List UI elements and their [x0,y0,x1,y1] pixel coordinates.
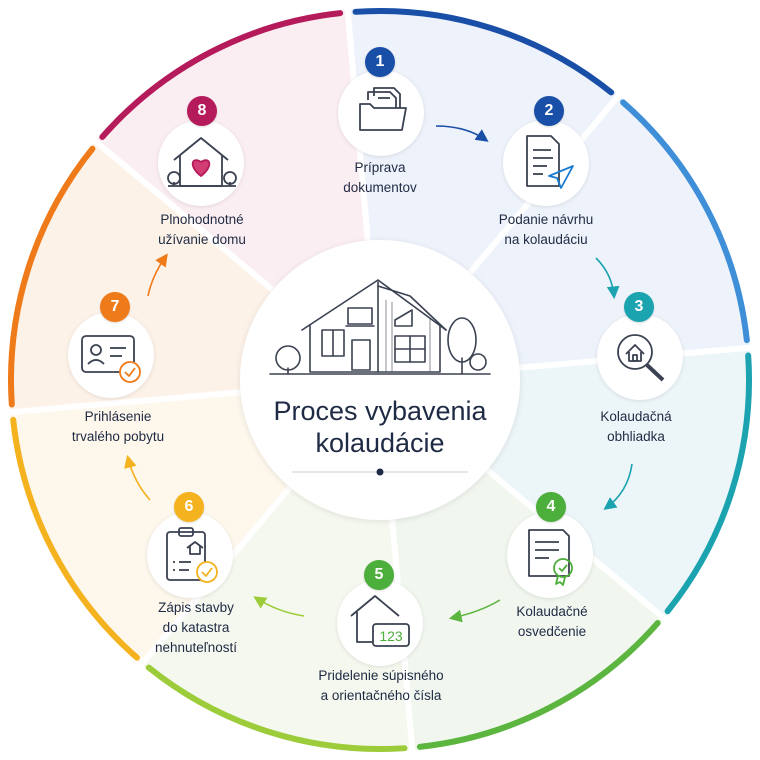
step-7-label: Prihlásenie trvalého pobytu [71,409,165,444]
step-2-badge: 2 [534,96,564,126]
ring-arc-7 [8,145,96,408]
step-2-label: Podanie návrhu na kolaudáciu [498,212,594,247]
step-4-badge: 4 [536,492,566,522]
arrow-7-to-8 [147,253,168,297]
step-8-icon-circle [158,120,244,206]
ring-arc-2 [620,99,750,344]
center-house-illustration [269,279,491,375]
segment-separator-7 [9,389,241,416]
step-7-badge: 7 [100,292,130,322]
title-line-1: Proces vybavenia [273,396,487,426]
document-send-icon [526,135,574,189]
ring-arc-1 [352,8,615,96]
step-1-label: Príprava dokumentov [343,160,417,195]
step-3-icon-circle [597,314,683,400]
arrow-1-to-2 [435,125,489,142]
house-magnifier-icon [617,334,665,382]
segment-separator-8 [93,138,275,293]
step-5-badge: 5 [364,560,394,590]
arrow-2-to-3 [595,257,620,300]
step-6-label: Zápis stavby do katastra nehnuteľností [154,600,237,655]
outer-ring [8,8,752,752]
step-8-badge: 8 [187,96,217,126]
step-2-icon-circle [503,120,589,206]
arrow-4-to-5 [448,599,501,623]
ring-arc-8 [99,10,344,140]
certificate-icon [528,529,573,586]
ring-arc-6 [10,416,140,661]
step-1-icon-circle [338,70,424,156]
arrow-3-to-4 [603,463,633,510]
step-3-badge: 3 [624,292,654,322]
title-line-2: kolaudácie [315,428,445,458]
step-5-icon-circle: 123 [337,580,423,666]
house-number-text: 123 [379,628,403,644]
step-4-label: Kolaudačné osvedčenie [516,604,588,639]
step-4-icon-circle [507,512,593,598]
id-card-check-icon [81,335,141,383]
title-divider [292,468,468,476]
folder-documents-icon [359,87,407,131]
house-heart-icon [167,137,237,187]
step-5-label: Pridelenie súpisného a orientačného čísl… [318,668,444,703]
step-3-label: Kolaudačná obhliadka [600,409,672,444]
page-title: Proces vybavenia kolaudácie [260,395,500,459]
house-number-icon: 123 [350,595,410,647]
step-6-badge: 6 [174,492,204,522]
step-6-icon-circle [147,512,233,598]
step-7-icon-circle [68,312,154,398]
ring-arc-5 [145,664,408,752]
clipboard-house-icon [166,527,218,583]
ring-arc-4 [416,620,661,750]
ring-arc-3 [664,352,752,615]
arrow-6-to-7 [124,454,151,501]
step-1-badge: 1 [365,47,395,77]
flow-arrows [124,125,633,623]
center-circle [240,240,520,520]
step-8-label: Plnohodnotné užívanie domu [158,212,246,247]
arrow-5-to-6 [253,596,305,617]
